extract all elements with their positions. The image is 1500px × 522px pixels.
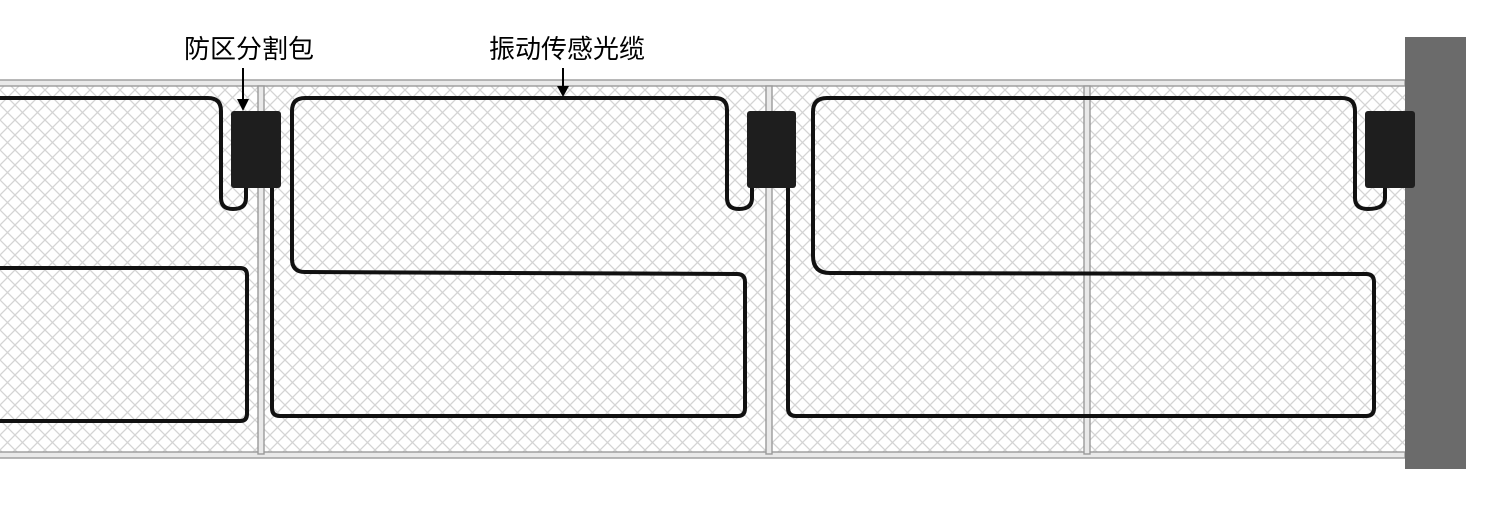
splitter-arrowhead-icon [237, 99, 249, 111]
sensor-cable-segment [786, 96, 1387, 418]
sensor-cable-segment [270, 96, 754, 418]
zone-splitter-box [231, 111, 281, 188]
splitter-label: 防区分割包 [184, 35, 314, 65]
fence-post [1083, 85, 1091, 455]
zone-splitter-box [1365, 111, 1415, 188]
fence-post [257, 85, 265, 455]
cable-arrowhead-icon [557, 86, 569, 97]
zone-splitter-box [747, 111, 796, 188]
end-wall [1405, 37, 1466, 469]
sensor-cable-segment [0, 266, 249, 423]
fence-post [765, 85, 773, 455]
bottom-rail [0, 451, 1406, 459]
top-rail [0, 79, 1406, 87]
sensor-cable-segment [0, 96, 248, 211]
cable-label: 振动传感光缆 [489, 35, 645, 65]
